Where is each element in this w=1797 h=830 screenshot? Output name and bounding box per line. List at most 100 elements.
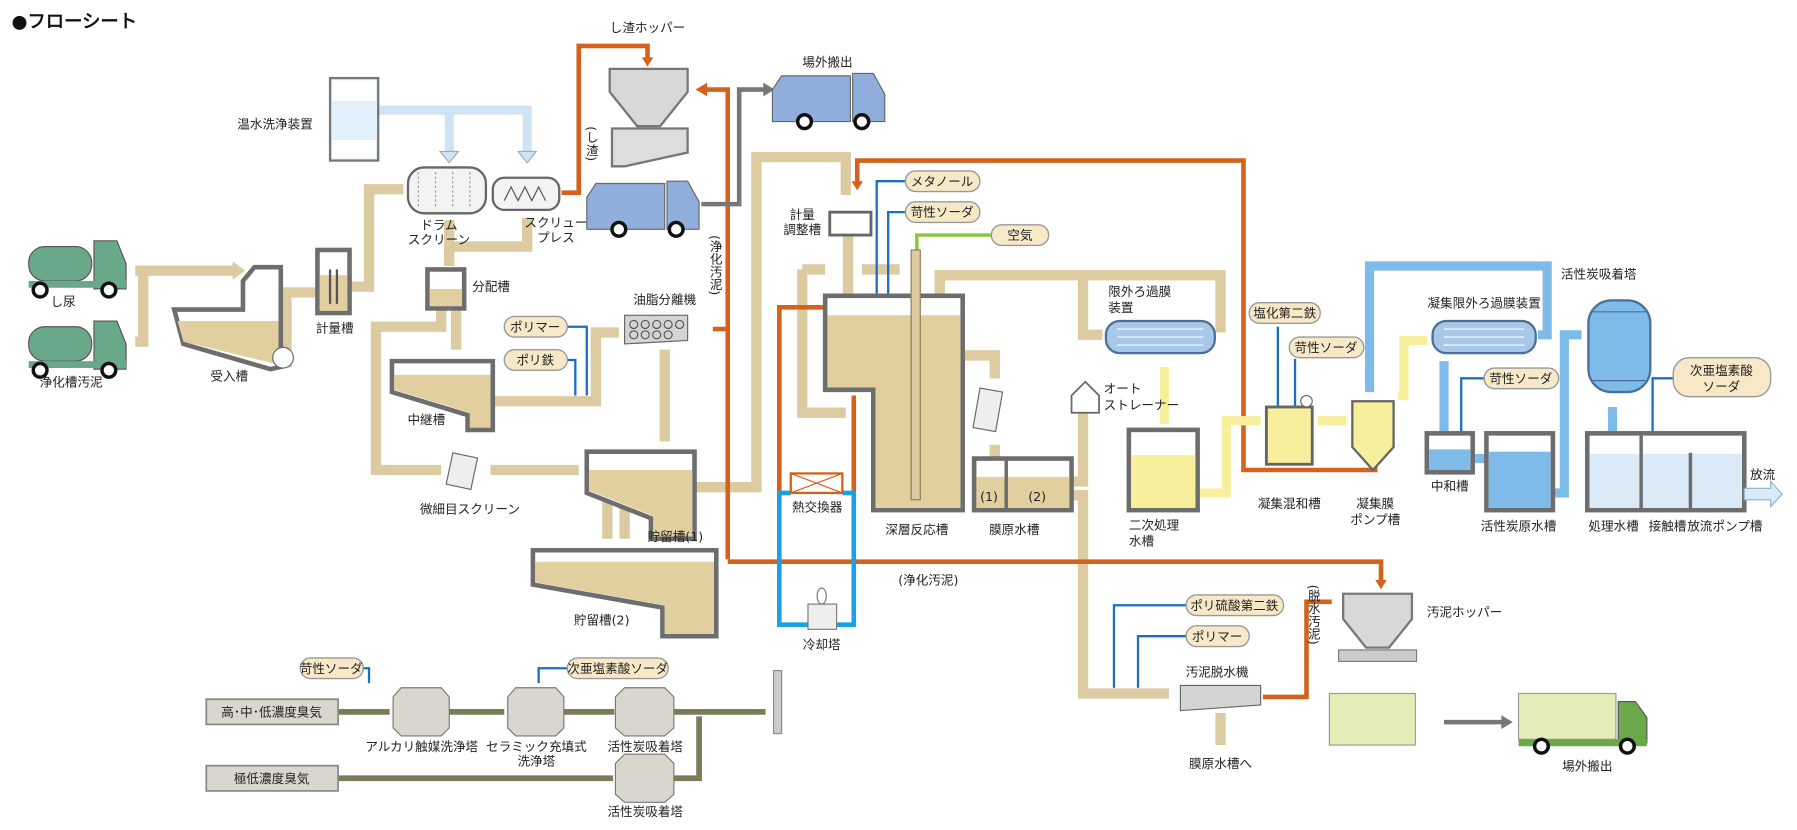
- label-yushi: 油脂分離機: [633, 292, 696, 307]
- label-jogai-1: 場外搬出: [802, 55, 852, 70]
- label-odor-high: 高･中･低濃度臭気: [221, 704, 322, 719]
- label-soda-4: 苛性ソーダ: [300, 661, 363, 676]
- caustic-soda-pill-1: [904, 201, 981, 224]
- label-chukei: 中継槽: [407, 412, 445, 427]
- label-jogai-2: 場外搬出: [1562, 758, 1612, 773]
- label-chuwa: 中和槽: [1431, 479, 1469, 494]
- secondary-treatment-tank: [1126, 427, 1200, 513]
- hypochlorite-pill-odor: [566, 657, 669, 680]
- hypochlorite-pill: [1672, 357, 1772, 398]
- label-air: 空気: [1007, 228, 1033, 243]
- screenings-hopper: [608, 67, 689, 168]
- label-drum-1: ドラム: [420, 217, 457, 232]
- auto-strainer: [1070, 380, 1100, 414]
- neutralization-tank: [1424, 431, 1475, 475]
- label-shinso: 深層反応槽: [885, 522, 948, 537]
- sludge-container: [1328, 692, 1416, 746]
- air-pill: [990, 224, 1050, 247]
- label-kasseitan-2: 活性炭吸着塔: [607, 804, 683, 819]
- label-jia-1: 次亜塩素酸: [1690, 363, 1753, 378]
- label-niji-1: 二次処理: [1129, 518, 1180, 533]
- label-ukeire: 受入槽: [210, 369, 248, 384]
- odor-lines: [338, 708, 766, 782]
- air-line: [915, 233, 992, 250]
- label-shinyo: し尿: [50, 294, 76, 309]
- sludge-dewatering-machine: [1179, 684, 1262, 712]
- label-methanol: メタノール: [911, 174, 974, 189]
- screw-press: [491, 176, 561, 212]
- label-niji-2: 水槽: [1129, 534, 1155, 549]
- coagulation-mixing-tank: [1264, 394, 1314, 466]
- membrane-raw-water-tank: [971, 456, 1074, 513]
- ceramic-scrubber: [507, 687, 565, 737]
- label-keiryo: 計量槽: [316, 320, 354, 335]
- methanol-pill: [904, 170, 981, 193]
- caustic-soda-pill-3: [1483, 367, 1560, 390]
- coagulation-membrane-pump-tank: [1351, 400, 1395, 472]
- odor-high-source: [205, 698, 339, 726]
- heat-exchanger-icon: [789, 472, 844, 495]
- exhaust-stack: [773, 669, 783, 735]
- label-gyoshu-uf: 凝集限外ろ過膜装置: [1427, 295, 1540, 310]
- label-uf-1: 限外ろ過膜: [1108, 284, 1171, 299]
- label-polymer: ポリマー: [510, 319, 560, 334]
- label-jia-2: ソーダ: [1702, 379, 1740, 394]
- metering-tank: [315, 247, 352, 316]
- secondary-water-pipes: [1159, 335, 1427, 498]
- label-to-maku: 膜原水槽へ: [1189, 756, 1252, 771]
- label-shisa-hopper: し渣ホッパー: [610, 20, 686, 35]
- label-reikyaku: 冷却塔: [803, 637, 841, 652]
- johkaso-truck-icon: [28, 320, 127, 379]
- carbon-adsorber-1: [614, 687, 675, 737]
- label-maku-gensui: 膜原水槽: [989, 522, 1040, 537]
- label-polymer-2: ポリマー: [1192, 629, 1242, 644]
- label-netsu: 熱交換器: [792, 499, 843, 514]
- label-politetsu: ポリ鉄: [516, 353, 554, 368]
- hot-water-washer: [328, 76, 380, 162]
- label-gyoshu-konwa: 凝集混和槽: [1258, 496, 1321, 511]
- label-screw-2: プレス: [537, 230, 575, 245]
- odor-low-source: [205, 764, 339, 792]
- label-kasseitan-gensui: 活性炭原水槽: [1481, 519, 1557, 534]
- offsite-sludge-truck-icon: [1517, 692, 1648, 755]
- label-storage-2: 貯留槽(2): [574, 613, 630, 628]
- deep-reaction-tank: [822, 249, 965, 513]
- screenings-to-truck-line: [701, 87, 766, 207]
- storage-tank-2: [530, 547, 719, 639]
- label-odor-low: 極低濃度臭気: [234, 771, 310, 786]
- label-horyu-pump: 放流ポンプ槽: [1687, 519, 1763, 534]
- screenings-truck-icon: [586, 180, 700, 238]
- relay-tank: [389, 358, 496, 433]
- hot-water-pipes: [378, 105, 538, 164]
- page-title: ●フローシート: [11, 12, 137, 33]
- uf-membrane-unit: [1104, 319, 1216, 355]
- label-soda-1: 苛性ソーダ: [911, 205, 974, 220]
- caustic-soda-pill-odor: [299, 657, 364, 680]
- label-storage-1: 貯留槽(1): [648, 529, 704, 544]
- label-alkali: アルカリ触媒洗浄塔: [365, 739, 478, 754]
- label-auto-1: オート: [1104, 381, 1142, 396]
- labels: し尿 浄化槽汚泥 受入槽 計量槽 温水洗浄装置 ドラム スクリーン スクリュー …: [40, 20, 1776, 819]
- label-screw-1: スクリュー: [524, 215, 587, 230]
- label-johkaso-sludge: 浄化槽汚泥: [40, 374, 103, 389]
- coagulation-uf-unit: [1431, 319, 1537, 355]
- carbon-adsorber-2: [614, 753, 675, 803]
- label-onsui: 温水洗浄装置: [237, 116, 313, 131]
- activated-carbon-raw-water-tank: [1484, 431, 1556, 513]
- polymer-pill: [503, 315, 568, 338]
- label-bisaime: 微細目スクリーン: [420, 502, 520, 517]
- label-shisa: (し渣): [584, 126, 599, 161]
- label-kasseitan-tower: 活性炭吸着塔: [1561, 267, 1637, 282]
- label-ceramic-2: 洗浄塔: [517, 754, 555, 769]
- distribution-tank: [425, 267, 467, 311]
- polyferric-sulfate-pill: [1185, 594, 1285, 617]
- cooling-tower-icon: [807, 587, 838, 630]
- label-kasseitan-1: 活性炭吸着塔: [607, 739, 683, 754]
- label-auto-2: ストレーナー: [1104, 397, 1180, 412]
- activated-carbon-tower: [1587, 299, 1652, 394]
- label-tank-1: (1): [980, 489, 998, 504]
- label-keiryo-chosei-1: 計量: [790, 207, 816, 222]
- label-tank-2: (2): [1028, 489, 1046, 504]
- label-drum-2: スクリーン: [408, 232, 470, 247]
- label-ceramic-1: セラミック充填式: [486, 739, 587, 754]
